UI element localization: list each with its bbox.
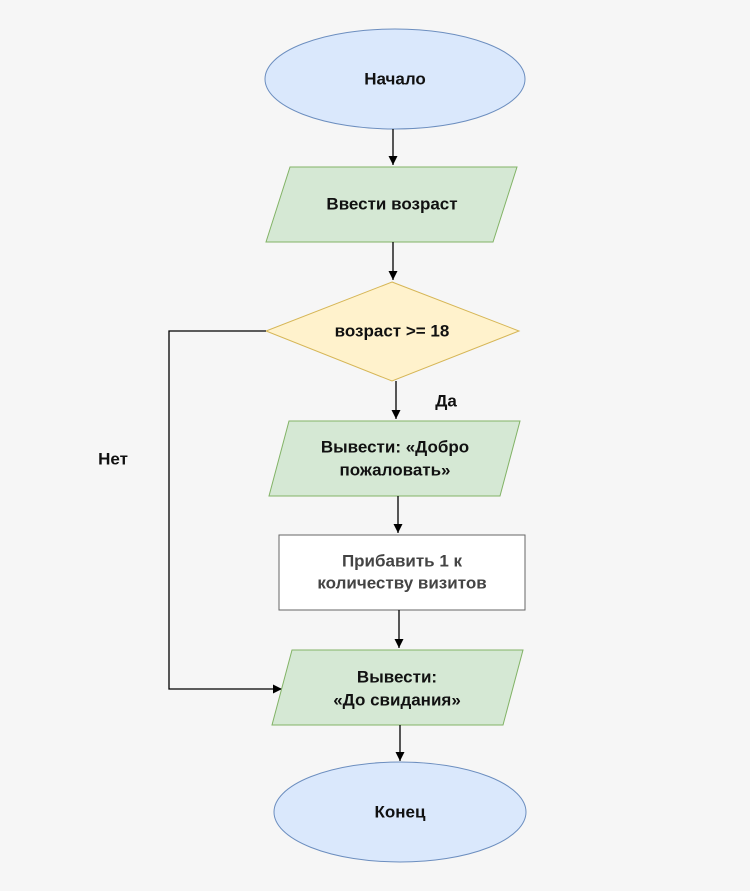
output-welcome-line-1: Вывести: «Добро	[321, 438, 469, 457]
end-node-shape	[273, 761, 527, 863]
output-goodbye-line-2: «До свидания»	[333, 691, 461, 710]
output-goodbye-line-1: Вывести:	[357, 668, 437, 687]
connector-no	[168, 330, 282, 694]
output-goodbye-node-shape	[271, 649, 524, 726]
output-welcome-node-shape	[268, 420, 521, 497]
condition-node-shape	[264, 281, 521, 382]
start-node-shape	[264, 28, 526, 130]
process-visits-line-1: Прибавить 1 к	[342, 552, 463, 571]
input-age-node-shape	[265, 166, 518, 243]
yes-edge-label: Да	[435, 392, 457, 411]
process-visits-line-2: количеству визитов	[317, 574, 486, 593]
input-age-node-label: Ввести возраст	[326, 195, 457, 214]
condition-node-label: возраст >= 18	[335, 322, 450, 341]
no-edge-label: Нет	[98, 450, 128, 469]
start-node-label: Начало	[364, 70, 426, 89]
output-welcome-line-2: пожаловать»	[339, 461, 450, 480]
process-visits-node-shape	[278, 534, 526, 611]
end-node-label: Конец	[375, 803, 426, 822]
